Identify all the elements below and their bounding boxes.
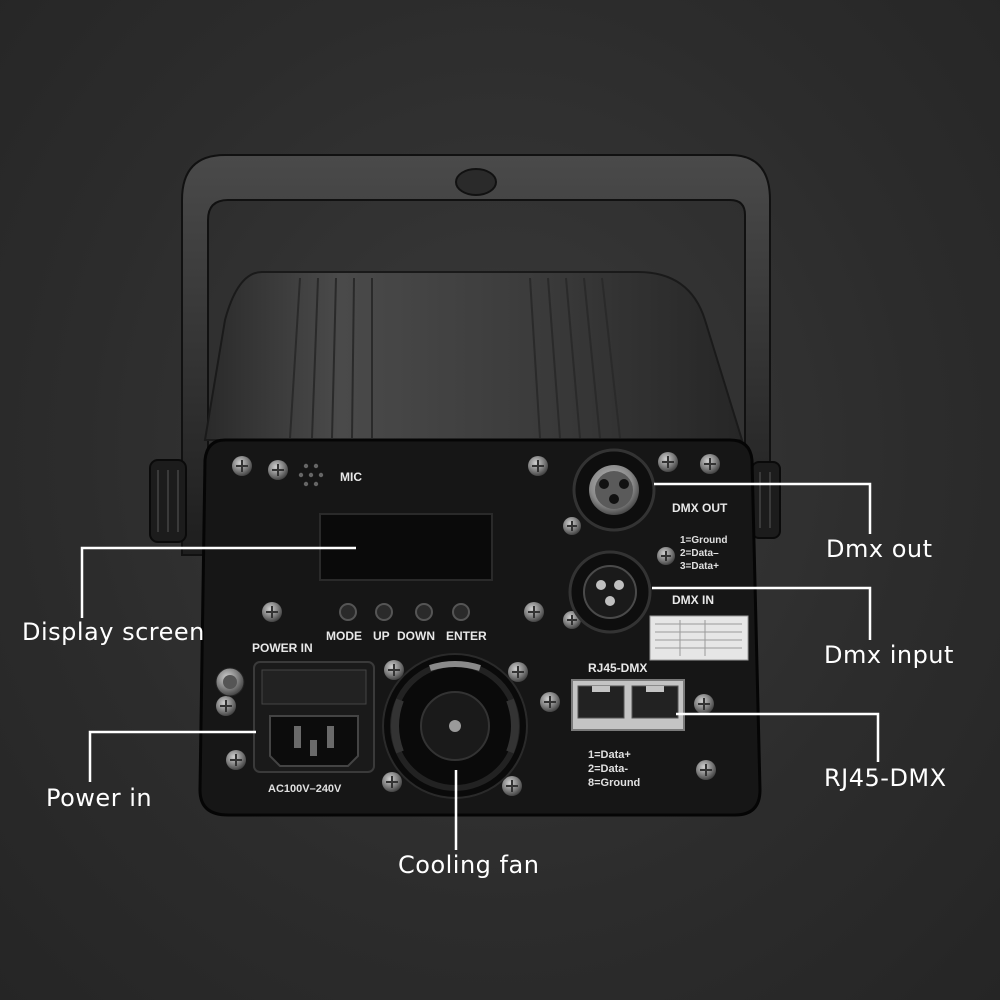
screw-icon bbox=[502, 776, 522, 796]
microphone-holes bbox=[298, 463, 324, 487]
callout-dmx-out: Dmx out bbox=[826, 535, 933, 563]
dmx-out-label: DMX OUT bbox=[672, 501, 728, 515]
callout-line-rj45 bbox=[676, 712, 880, 762]
voltage-label: AC100V–240V bbox=[268, 783, 342, 795]
screw-icon bbox=[382, 772, 402, 792]
up-button[interactable] bbox=[375, 603, 393, 621]
mode-button[interactable] bbox=[339, 603, 357, 621]
screw-icon bbox=[508, 662, 528, 682]
xlr-pin-1: 1=Ground bbox=[680, 535, 728, 546]
callout-line-dmx-out bbox=[654, 482, 872, 534]
screw-icon bbox=[216, 696, 236, 716]
button-label-up: UP bbox=[373, 629, 390, 643]
screw-icon bbox=[528, 456, 548, 476]
callout-dmx-input: Dmx input bbox=[824, 641, 954, 669]
bracket-hole bbox=[455, 168, 497, 196]
dmx-in-label: DMX IN bbox=[672, 593, 714, 607]
down-button[interactable] bbox=[415, 603, 433, 621]
screw-icon bbox=[700, 454, 720, 474]
power-inlet[interactable] bbox=[253, 661, 375, 773]
info-sticker bbox=[649, 615, 749, 661]
callout-cooling-fan: Cooling fan bbox=[398, 851, 540, 879]
rj45-pin-2: 2=Data- bbox=[588, 763, 628, 775]
panel-screws bbox=[216, 452, 720, 796]
callout-rj45-dmx: RJ45-DMX bbox=[824, 764, 947, 792]
screw-icon bbox=[268, 460, 288, 480]
housing bbox=[203, 271, 744, 441]
left-knob[interactable] bbox=[149, 459, 187, 543]
button-label-down: DOWN bbox=[397, 629, 435, 643]
rj45-port-right[interactable] bbox=[631, 685, 679, 719]
screw-icon bbox=[226, 750, 246, 770]
screw-icon bbox=[694, 694, 714, 714]
screw-icon bbox=[696, 760, 716, 780]
screw-icon bbox=[262, 602, 282, 622]
rj45-pin-1: 1=Data+ bbox=[588, 749, 631, 761]
xlr-pin-2: 2=Data– bbox=[680, 548, 719, 559]
screw-icon bbox=[524, 602, 544, 622]
screw-icon bbox=[540, 692, 560, 712]
callout-line-dmx-in bbox=[652, 586, 872, 640]
rj45-port-left[interactable] bbox=[577, 685, 625, 719]
screw-icon bbox=[657, 547, 675, 565]
rj45-pin-8: 8=Ground bbox=[588, 777, 640, 789]
screw-icon bbox=[384, 660, 404, 680]
button-label-mode: MODE bbox=[326, 629, 362, 643]
button-label-enter: ENTER bbox=[446, 629, 487, 643]
ground-terminal bbox=[215, 667, 245, 697]
callout-display-screen: Display screen bbox=[22, 618, 205, 646]
power-in-label: POWER IN bbox=[252, 641, 313, 655]
callout-lines bbox=[80, 482, 880, 850]
control-buttons bbox=[339, 603, 470, 621]
callout-line-power bbox=[88, 730, 256, 782]
right-knob[interactable] bbox=[751, 461, 781, 539]
mic-label: MIC bbox=[340, 470, 362, 484]
dmx-out-connector[interactable] bbox=[572, 448, 656, 532]
rj45-label: RJ45-DMX bbox=[588, 661, 647, 675]
rj45-ports bbox=[571, 679, 685, 731]
dmx-in-connector[interactable] bbox=[568, 550, 652, 634]
screw-icon bbox=[232, 456, 252, 476]
xlr-pin-3: 3=Data+ bbox=[680, 561, 719, 572]
callout-power-in: Power in bbox=[46, 784, 153, 812]
enter-button[interactable] bbox=[452, 603, 470, 621]
screw-icon bbox=[563, 517, 581, 535]
callout-line-display bbox=[80, 546, 356, 618]
screw-icon bbox=[658, 452, 678, 472]
